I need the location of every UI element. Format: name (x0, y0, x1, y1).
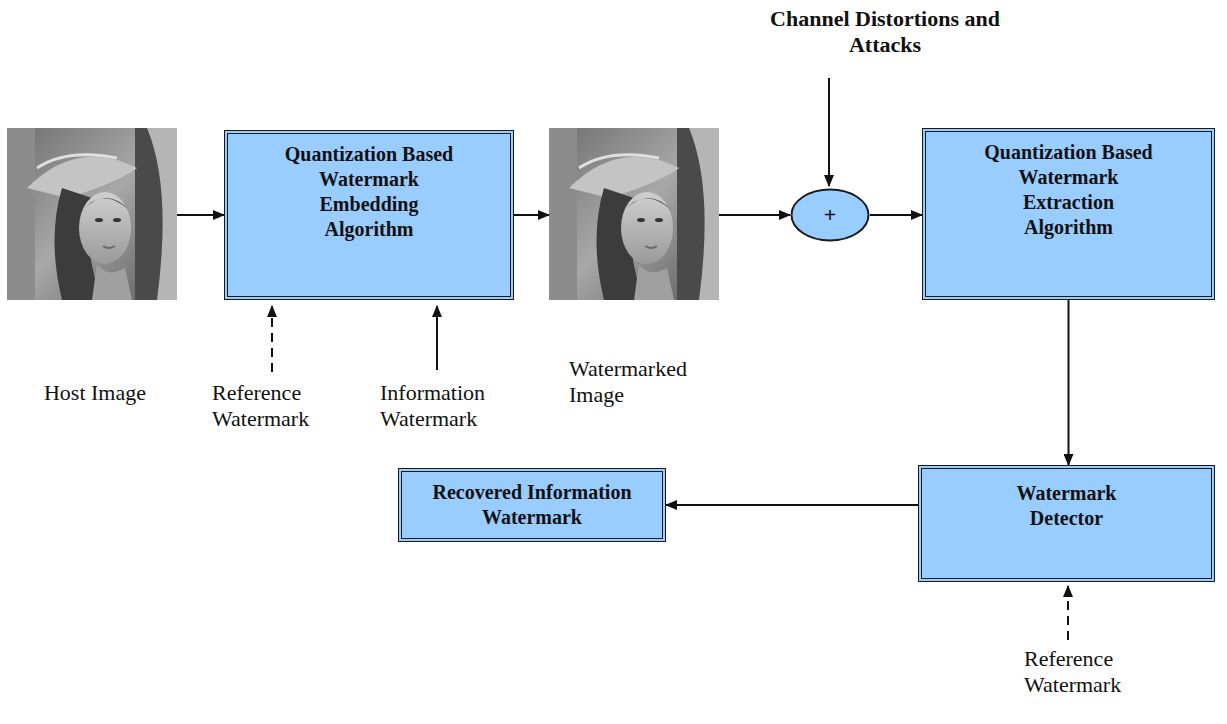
reference-arrow (1067, 586, 1069, 640)
watermarked-photo (549, 128, 719, 300)
flow-arrow (719, 214, 790, 216)
flow-arrow (870, 214, 922, 216)
flow-arrow (666, 504, 918, 506)
summing-node: + (790, 188, 870, 242)
process-box: Watermark Detector (918, 465, 1215, 582)
input-label: Reference Watermark (212, 380, 352, 433)
image-node: Host Image (7, 128, 177, 300)
image-caption: Watermarked Image (569, 356, 689, 409)
flow-arrow (177, 214, 224, 216)
operator-sign: + (790, 188, 870, 242)
input-label: Reference Watermark (1024, 646, 1164, 699)
box-text: Quantization Based Watermark Embedding A… (281, 142, 457, 242)
box-text: Quantization Based Watermark Extraction … (981, 140, 1156, 240)
process-box: Quantization Based Watermark Embedding A… (224, 130, 514, 300)
image-node: Watermarked Image (549, 128, 719, 300)
process-box: Quantization Based Watermark Extraction … (922, 128, 1215, 300)
image-caption: Host Image (5, 380, 185, 406)
reference-arrow (271, 306, 273, 372)
input-label: Information Watermark (380, 380, 540, 433)
information-arrow (436, 306, 438, 370)
attack-arrow (828, 78, 830, 186)
box-text: Watermark Detector (992, 481, 1142, 531)
flow-arrow (514, 214, 549, 216)
process-box: Recovered Information Watermark (398, 468, 666, 542)
host-photo (7, 128, 177, 300)
box-text: Recovered Information Watermark (417, 480, 647, 530)
attack-label: Channel Distortions and Attacks (760, 6, 1010, 59)
flow-arrow (1068, 300, 1070, 465)
